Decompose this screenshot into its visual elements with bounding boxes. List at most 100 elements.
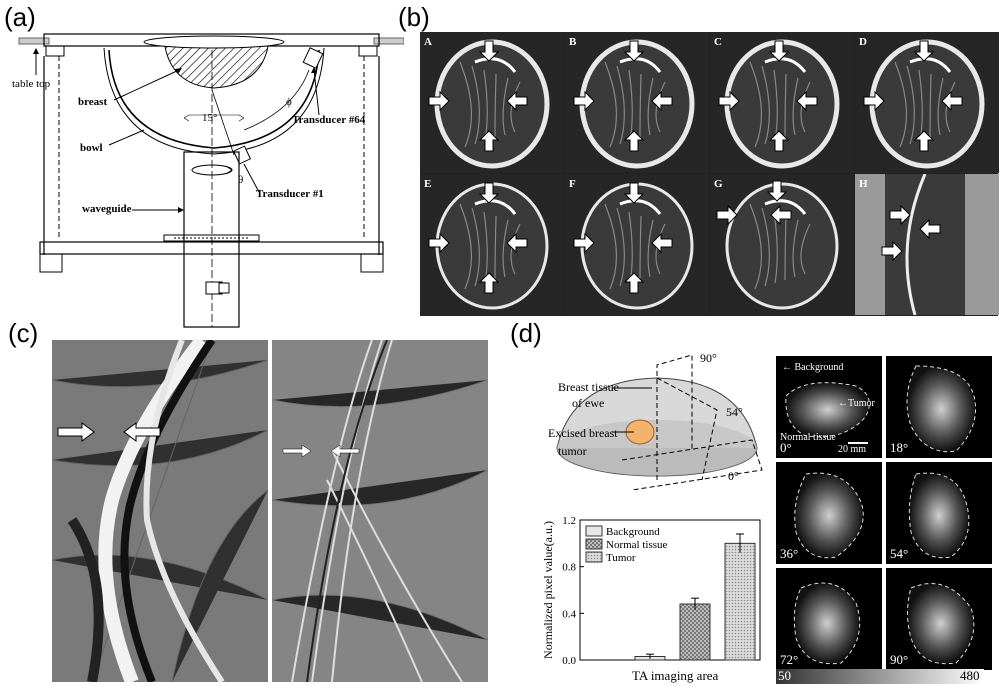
label-angle-54: 54° [726, 405, 743, 419]
ta-tile-angle: 90° [890, 652, 909, 667]
panel-label-a: (a) [4, 2, 36, 32]
arrow-down-icon [478, 182, 500, 204]
ta-tile-angle: 36° [780, 546, 799, 561]
legend-label: Background [606, 526, 660, 538]
x-axis-label: TA imaging area [632, 668, 719, 683]
arrow-down-icon [768, 40, 790, 62]
arrow-down-icon [766, 180, 788, 202]
ultrasound-tile-d: D [855, 32, 999, 173]
arrow-up-icon [623, 130, 645, 152]
y-tick-label: 1.2 [562, 515, 576, 527]
tile-letter: G [714, 178, 723, 190]
y-tick-label: 0.4 [562, 608, 576, 620]
bar-normal-tissue [679, 603, 711, 661]
arrow-right-icon [573, 232, 595, 254]
arrow-up-icon [768, 130, 790, 152]
arrow-down-icon [623, 40, 645, 62]
panel-label-c: (c) [8, 318, 39, 348]
ta-tile: 54° [886, 462, 992, 564]
arrow-right-icon [863, 90, 885, 112]
legend-swatch [585, 538, 603, 550]
arrow-left-icon [506, 90, 528, 112]
label-excised-1: Excised breast [548, 426, 618, 440]
label-breast: breast [78, 96, 108, 108]
panel-label-d: (d) [510, 318, 542, 348]
label-normal-tissue: Normal tissue [780, 432, 836, 443]
arrow-right-icon [428, 232, 450, 254]
arrow-right-icon [573, 90, 595, 112]
dome-illustration [556, 354, 763, 490]
arrow-right-icon [282, 445, 312, 457]
y-axis-label: Normalized pixel value(a.u.) [541, 521, 555, 659]
tile-letter: A [424, 36, 432, 48]
ta-tile: 18° [886, 356, 992, 458]
label-breast-tissue-2: of ewe [572, 396, 605, 410]
legend-swatch [585, 551, 603, 563]
ta-tile-angle: 18° [890, 440, 909, 455]
plot-frame [579, 519, 761, 661]
legend-swatch [585, 525, 603, 537]
colorbar [776, 669, 984, 684]
arrow-left-icon [330, 445, 360, 457]
label-angle-0: 0° [728, 469, 739, 483]
arrow-down-icon [913, 40, 935, 62]
arrow-right-icon [57, 422, 95, 442]
tile-letter: B [569, 36, 577, 48]
label-tumor: ←Tumor [838, 398, 875, 409]
arrow-left-icon [919, 218, 941, 240]
arrow-left-icon [506, 232, 528, 254]
label-breast-tissue-1: Breast tissue [558, 380, 619, 394]
ultrasound-tile-f: F [565, 174, 709, 315]
ultrasound-tile-g: G [710, 174, 854, 315]
tile-letter: C [714, 36, 722, 48]
label-excised-2: tumor [558, 444, 587, 458]
arrow-left-icon [770, 204, 792, 226]
ultrasound-tile-h: H [855, 174, 999, 315]
label-transducer-64: Transducer #64 [292, 114, 366, 126]
arrow-up-icon [478, 130, 500, 152]
arrow-right-icon [718, 90, 740, 112]
panel-label-b: (b) [398, 2, 430, 32]
label-angle-15: 15° [202, 112, 218, 124]
legend-label: Normal tissue [606, 539, 668, 551]
arrow-left-icon [123, 422, 161, 442]
arrow-down-icon [623, 182, 645, 204]
y-tick-label: 0.0 [562, 655, 576, 667]
label-phi: ϕ [286, 96, 292, 108]
ta-tile: 72° [776, 568, 882, 670]
arrow-up-icon [478, 272, 500, 294]
bar-tumor [724, 542, 756, 661]
label-transducer-1: Transducer #1 [256, 188, 324, 200]
ta-tile: 90° [886, 568, 992, 670]
scale-bar-label: 20 mm [838, 444, 867, 455]
tile-letter: F [569, 178, 576, 190]
arrow-up-icon [913, 130, 935, 152]
arrow-left-icon [651, 232, 673, 254]
label-angle-90: 90° [700, 351, 717, 365]
y-tick-label: 0.8 [562, 562, 576, 574]
label-bowl: bowl [80, 142, 103, 154]
ta-tile-angle: 72° [780, 652, 799, 667]
zoom-image-left [52, 340, 268, 682]
zoom-image-right [272, 340, 488, 682]
colorbar-max: 480 [960, 668, 980, 683]
ta-tile-angle: 0° [780, 440, 792, 455]
label-waveguide: waveguide [82, 203, 132, 215]
scale-bar [848, 442, 868, 444]
label-theta: θ [238, 174, 244, 186]
ultrasound-tile-c: C [710, 32, 854, 173]
scanner-schematic [18, 33, 404, 328]
arrow-left-icon [651, 90, 673, 112]
tile-letter: D [859, 36, 867, 48]
legend-label: Tumor [606, 552, 636, 564]
arrow-right-icon [881, 240, 903, 262]
arrow-left-icon [796, 90, 818, 112]
arrow-down-icon [478, 40, 500, 62]
label-table-top: table top [12, 78, 51, 90]
arrow-right-icon [428, 90, 450, 112]
ultrasound-tile-a: A [420, 32, 564, 173]
